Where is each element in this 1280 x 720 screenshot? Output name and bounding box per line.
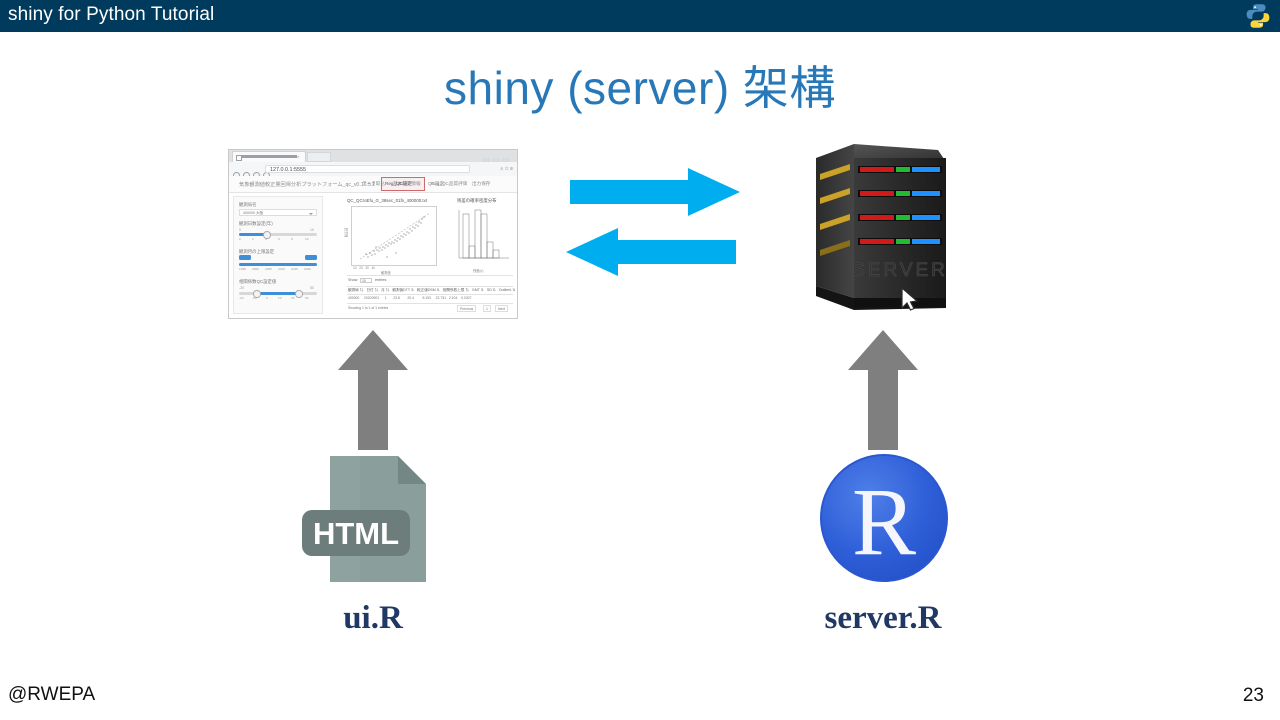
select-label: 観測局名	[239, 202, 257, 207]
page-title: shiny (server) 架構	[444, 62, 836, 114]
app-navbar: 気象観測値較正量回帰分析プラットフォーム_qc_v0.16.5.1 データ取込 …	[229, 176, 517, 193]
favicon-icon	[236, 155, 242, 161]
caption-server-r: server.R	[824, 600, 942, 636]
table-entries-footer: Showing 1 to 1 of 1 entries	[348, 306, 389, 310]
slide-page-number: 23	[1242, 685, 1264, 706]
server-embossed-label: SERVER	[852, 260, 948, 281]
entries-label: entries	[375, 278, 387, 282]
browser-tab-strip: ×	[229, 150, 517, 165]
server-flow-arrow-up	[848, 330, 918, 450]
navitem-reg-qc-settings[interactable]: Reg_QC設定	[385, 181, 413, 186]
scatter-y-axis-label: 較正値	[344, 227, 349, 238]
station-select-value: 400000 大阪	[243, 210, 264, 215]
slider3-fill	[256, 292, 300, 295]
slider2-max-pill	[305, 255, 317, 260]
app-brand-label: 気象観測値較正量回帰分析プラットフォーム_qc_v0.16.5.1	[239, 182, 376, 188]
slider3-label: 相関係数QC設定値	[239, 279, 277, 284]
navitem-export[interactable]: 出力保存	[472, 181, 491, 186]
histogram-x-axis-label: 残差(σ)	[473, 269, 484, 273]
minimize-icon[interactable]	[482, 158, 490, 165]
server-side-lights	[820, 164, 850, 256]
window-controls[interactable]	[480, 152, 514, 165]
slider1-max: 10	[310, 228, 314, 232]
navitem-data-import[interactable]: データ取込	[362, 181, 385, 186]
slider3-track[interactable]	[239, 290, 317, 298]
slider1-minmax: 0	[239, 228, 241, 232]
client-server-exchange-arrows	[558, 168, 748, 288]
slider1-track[interactable]	[239, 231, 317, 239]
navitem-basic-stats[interactable]: 基本統計情報	[393, 181, 421, 186]
entries-select-value: 10	[362, 278, 366, 283]
pagination-previous[interactable]: Previous	[457, 305, 477, 312]
request-arrow-right	[570, 168, 740, 216]
new-tab-button[interactable]	[307, 152, 331, 162]
response-arrow-left	[566, 228, 736, 276]
caption-ui-r: ui.R	[343, 600, 403, 636]
footer-attribution: @RWEPA	[8, 684, 96, 705]
histogram-plot	[453, 206, 513, 266]
slider1-fill	[239, 233, 266, 236]
r-language-logo-icon: R	[818, 452, 950, 584]
browser-window-screenshot: × 127.0.0.1:5555 ⌕ ☆ ≡ 気象観測値較正量回帰分析プラットフ…	[228, 149, 518, 319]
python-logo-icon	[1244, 2, 1272, 30]
table-row: 400000 20200901 1 23.8 20.4 5.193 22.731…	[348, 296, 472, 300]
browser-menu-icon[interactable]: ⌕ ☆ ≡	[500, 166, 513, 172]
highlight-box	[381, 177, 425, 191]
station-select[interactable]: 400000 大阪	[239, 209, 317, 216]
app-header-title: shiny for Python Tutorial	[8, 4, 215, 25]
scatter-x-axis-label: 観測値	[381, 271, 391, 275]
mouse-cursor-icon	[901, 286, 919, 311]
navitem-reg-qc-eval[interactable]: Reg_QC品質評価	[431, 181, 468, 186]
table-bottom-rule	[347, 303, 513, 304]
scatter-plot	[351, 206, 437, 266]
slider3-knob-min[interactable]	[253, 290, 261, 298]
slider1-label: 観測日数設定(年)	[239, 221, 273, 226]
html-badge-label: HTML	[313, 516, 399, 551]
close-window-icon[interactable]	[502, 158, 510, 165]
scatter-plot-title: QC_QCroEfu_G_38sec_01fn_400000.txt	[347, 198, 428, 203]
histogram-title: 残差の確率密度分布	[457, 198, 497, 203]
browser-url-bar: 127.0.0.1:5555 ⌕ ☆ ≡	[229, 162, 517, 179]
slider2-label: 観測月の上限設定	[239, 249, 275, 254]
slider2-track[interactable]	[239, 263, 317, 266]
pagination-page-1[interactable]: 1	[483, 305, 491, 312]
server-led-strips	[858, 166, 942, 245]
slider2-fill	[239, 263, 317, 266]
browser-tab[interactable]: ×	[232, 151, 306, 163]
close-icon[interactable]: ×	[297, 154, 300, 159]
maximize-icon[interactable]	[492, 158, 500, 165]
r-logo-letter: R	[852, 468, 916, 575]
app-header-bar	[0, 0, 1280, 32]
slider3-max-label: 50	[310, 286, 314, 290]
table-header-row: 観測局 ⇅ 日付 ⇅ 月 ⇅ 観測値DTT ⇅ 較正値DSM ⇅ 相関係数上限 …	[348, 288, 516, 292]
html-file-icon: HTML	[300, 452, 446, 586]
pagination-next[interactable]: Next	[495, 305, 508, 312]
scatter-x-ticks: 10 20 30 40	[353, 266, 376, 270]
slider1-knob[interactable]	[263, 231, 271, 239]
server-tower-image: SERVER	[808, 136, 968, 326]
navitem-qc-settings[interactable]: QC設定	[428, 181, 445, 186]
slider2-min-pill	[239, 255, 251, 260]
slider3-knob-max[interactable]	[295, 290, 303, 298]
url-input[interactable]: 127.0.0.1:5555	[265, 165, 470, 173]
browser-tab-title	[241, 155, 297, 158]
slider3-min-label: -20	[239, 286, 244, 290]
table-header-rule	[347, 286, 513, 287]
ui-flow-arrow-up	[338, 330, 408, 450]
table-divider	[347, 275, 513, 276]
entries-select[interactable]: 10	[360, 277, 372, 283]
table-row-rule	[347, 294, 513, 295]
show-entries-label: Show	[348, 278, 358, 282]
